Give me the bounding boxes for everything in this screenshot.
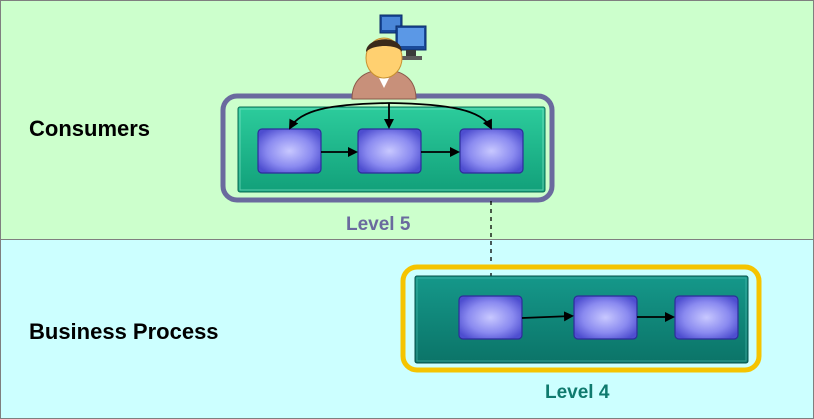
user-at-computer-icon [351, 14, 427, 100]
business-process-label: Business Process [29, 319, 219, 344]
level5-label: Level 5 [346, 214, 411, 235]
level5-step-1 [257, 128, 322, 174]
level4-label: Level 4 [545, 382, 610, 403]
level4-steps [458, 295, 739, 340]
consumers-label: Consumers [29, 116, 151, 141]
level4-frame [400, 264, 762, 373]
level5-step-3 [459, 128, 524, 174]
level4-step-1 [458, 295, 523, 340]
level4-step-3 [674, 295, 739, 340]
user-fanout-arrows [289, 102, 492, 130]
level5-steps [257, 128, 524, 174]
level4-arrow-1-2 [521, 311, 574, 322]
level4-step-2 [573, 295, 638, 340]
level5-step-2 [357, 128, 422, 174]
